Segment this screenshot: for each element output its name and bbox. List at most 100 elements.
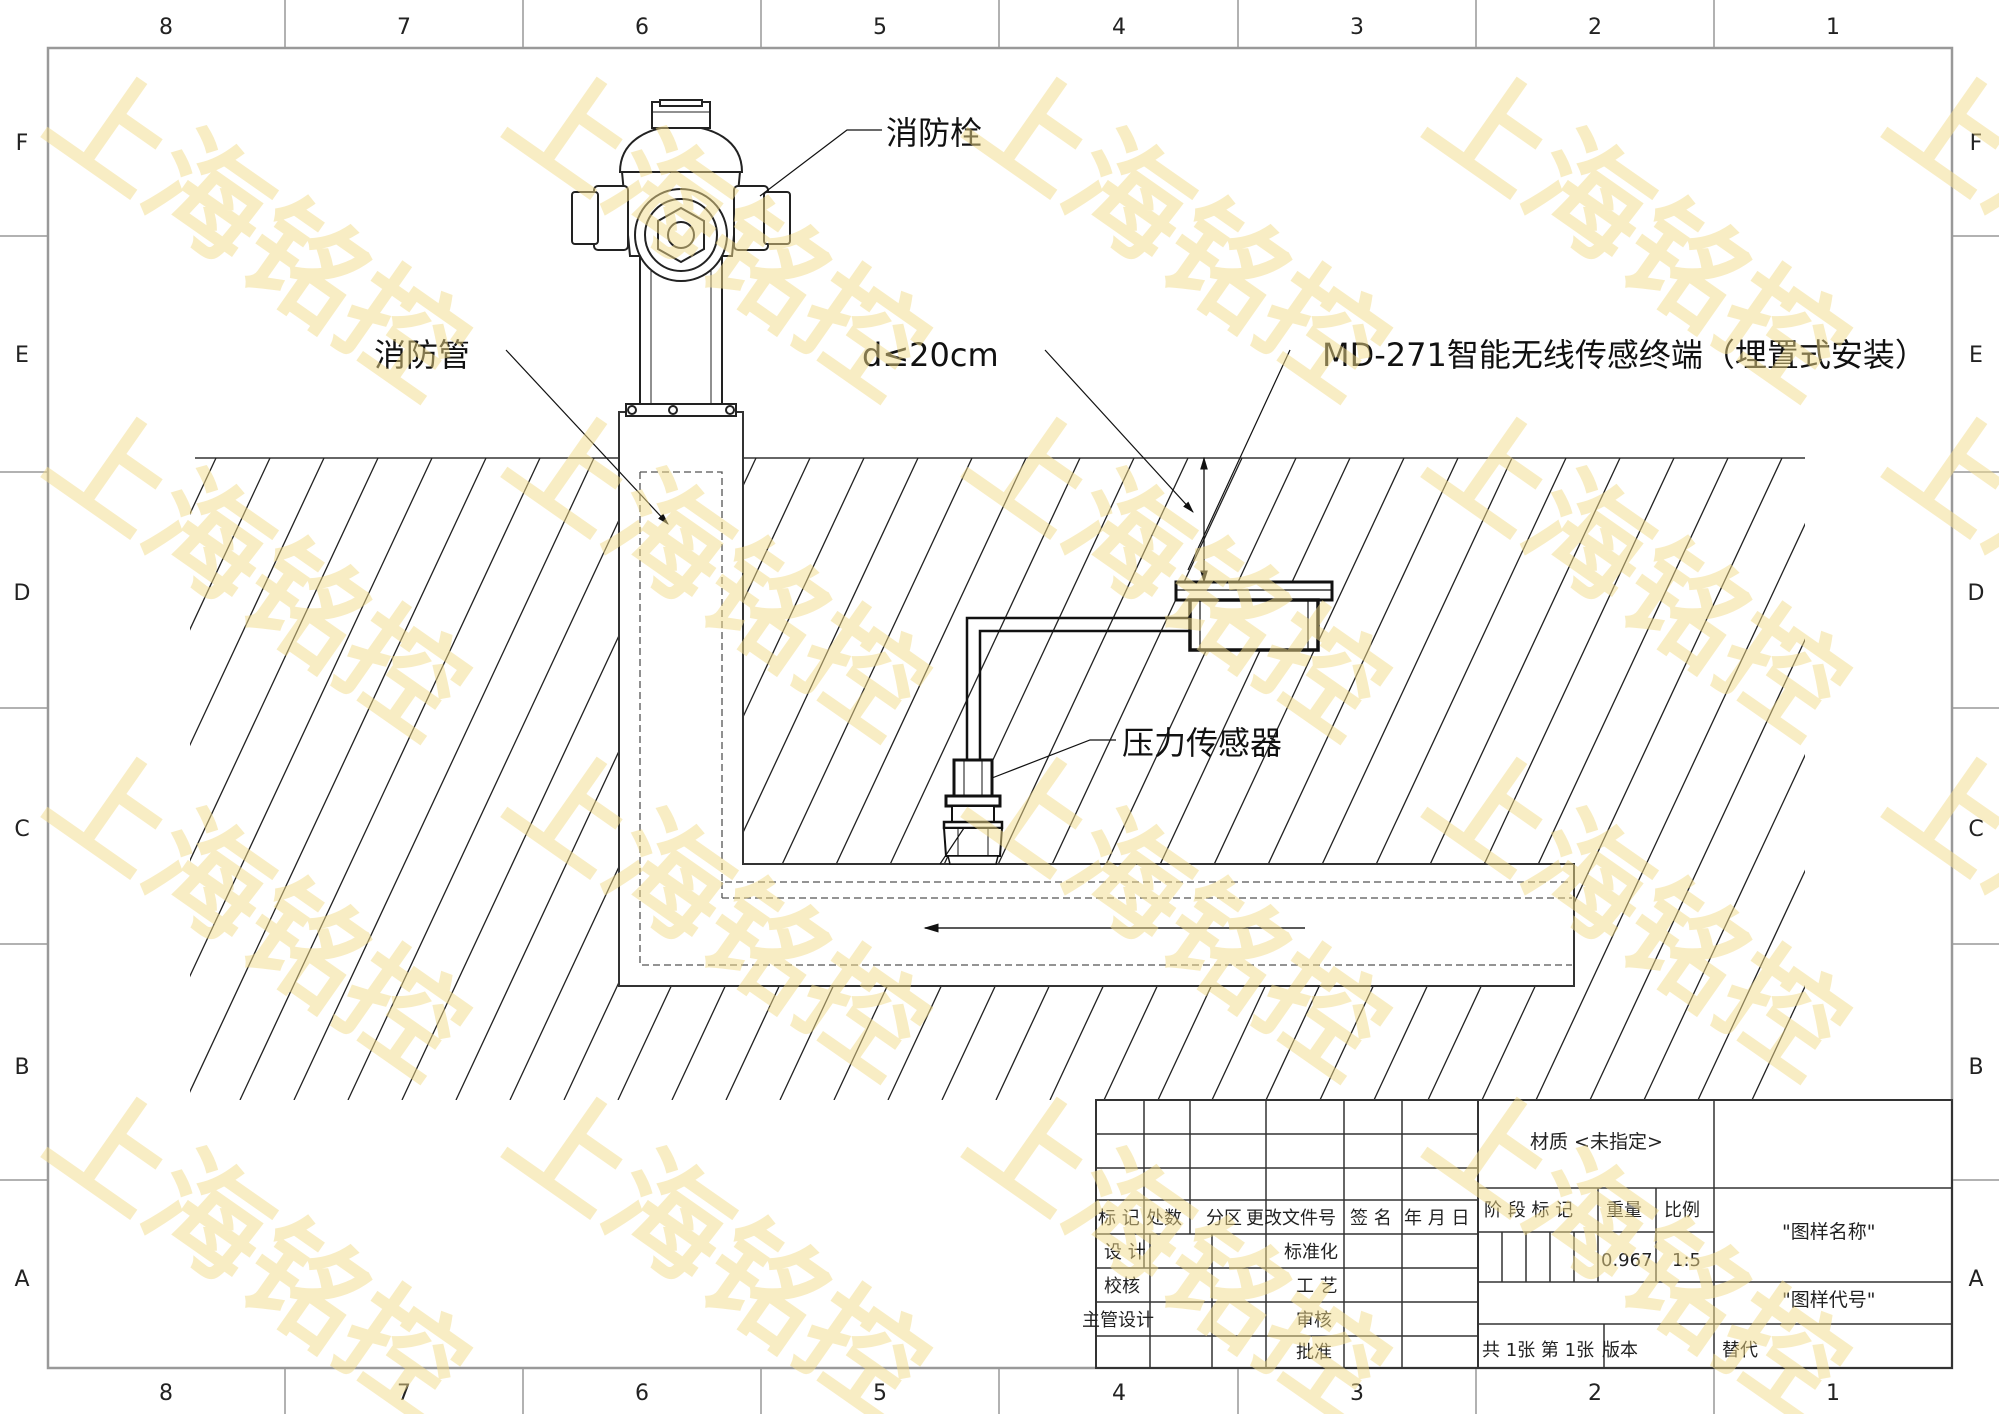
lead-design-label: 主管设计 (1082, 1310, 1154, 1331)
col-label: 3 (1350, 1381, 1364, 1406)
watermark-text: 上海铭控 (24, 1060, 490, 1414)
row-labels-right: F E D C B A (1968, 131, 1985, 1292)
col-label: 2 (1588, 15, 1602, 40)
check-label: 校核 (1104, 1276, 1140, 1297)
hatch-line (671, 458, 973, 1100)
scale-value: 1:5 (1672, 1250, 1701, 1271)
hatch-line (1373, 458, 1675, 1100)
hatch-line (725, 458, 1027, 1100)
hatch-line (190, 458, 379, 1100)
hatch-line (190, 458, 487, 1100)
row-label: B (14, 1055, 29, 1080)
watermark-text: 上海铭控 (484, 1060, 950, 1414)
hatch-line (190, 458, 433, 1100)
replace-label: 替代 (1722, 1340, 1758, 1361)
drawing-code: "图样代号" (1782, 1289, 1875, 1311)
watermark-text: 上海铭控 (944, 40, 1410, 424)
rev-header: 标 记 (1098, 1208, 1140, 1229)
callout-labels: 消防栓 消防管 d≤20cm MD-271智能无线传感终端（埋置式安装） 压力传… (374, 114, 1927, 762)
col-label: 4 (1112, 15, 1126, 40)
rev-header: 更改文件号 (1246, 1208, 1336, 1229)
pressure-sensor-label: 压力传感器 (1122, 724, 1282, 762)
rev-header: 处数 (1146, 1208, 1182, 1229)
rev-header: 分区 (1206, 1208, 1242, 1229)
col-label: 1 (1826, 1381, 1840, 1406)
row-label: B (1968, 1055, 1983, 1080)
fire-hydrant (571, 99, 791, 417)
row-label: A (14, 1267, 29, 1292)
material-text: 材质 <未指定> (1530, 1131, 1663, 1153)
approve-label: 批准 (1296, 1342, 1332, 1363)
col-label: 5 (873, 1381, 887, 1406)
hatch-line (347, 458, 649, 1100)
hatch-line (239, 458, 541, 1100)
hatch-line (1427, 458, 1729, 1100)
sheets-text: 共 1张 第 1张 (1482, 1340, 1594, 1361)
col-label: 2 (1588, 1381, 1602, 1406)
hatch-line (0, 458, 54, 1100)
hatch-line (1751, 458, 1805, 1100)
distance-label: d≤20cm (862, 336, 999, 374)
row-label: D (1968, 581, 1985, 606)
hatch-line (1643, 458, 1805, 1100)
watermark-text: 上海铭控 (1864, 380, 1999, 764)
watermark-text: 上海铭控 (24, 40, 490, 424)
version-label: 版本 (1602, 1340, 1638, 1361)
hatch-line (1265, 458, 1567, 1100)
hatch-line (1103, 458, 1405, 1100)
hatch-line (293, 458, 595, 1100)
hatch-line (190, 458, 271, 1100)
row-label: F (1970, 131, 1983, 156)
column-ticks (284, 0, 1715, 1414)
column-labels-top: 8 7 6 5 4 3 2 1 (159, 15, 1840, 40)
weight-value: 0.967 (1601, 1250, 1653, 1271)
col-label: 7 (397, 1381, 411, 1406)
standardize-label: 标准化 (1284, 1242, 1338, 1263)
rev-header: 年 月 日 (1404, 1208, 1469, 1229)
col-label: 8 (159, 15, 173, 40)
hatch-line (1049, 458, 1351, 1100)
hatch-line (190, 458, 325, 1100)
hatch-line (995, 458, 1297, 1100)
hydrant-label: 消防栓 (886, 114, 982, 152)
col-label: 3 (1350, 15, 1364, 40)
stage-mark-label: 阶 段 标 记 (1484, 1200, 1573, 1221)
watermark-text: 上海铭控 (944, 380, 1410, 764)
hatch-line (779, 458, 1081, 1100)
rev-header: 签 名 (1350, 1208, 1392, 1229)
col-label: 4 (1112, 1381, 1126, 1406)
hatch-line (887, 458, 1189, 1100)
review-label: 审核 (1296, 1310, 1332, 1331)
terminal-label: MD-271智能无线传感终端（埋置式安装） (1322, 336, 1927, 374)
pipe-label: 消防管 (374, 336, 470, 374)
watermark-text: 上海铭控 (24, 380, 490, 764)
row-label: F (16, 131, 29, 156)
col-label: 5 (873, 15, 887, 40)
scale-label: 比例 (1664, 1200, 1700, 1221)
watermark-layer: 上海铭控上海铭控上海铭控上海铭控上海铭控上海铭控上海铭控上海铭控上海铭控上海铭控… (24, 40, 1999, 1414)
weight-label: 重量 (1606, 1200, 1642, 1221)
design-label: 设 计 (1104, 1242, 1146, 1263)
row-label: C (1968, 817, 1983, 842)
hatch-line (617, 458, 919, 1100)
watermark-text: 上海铭控 (1404, 380, 1870, 764)
hatch-line (1157, 458, 1459, 1100)
column-labels-bottom: 8 7 6 5 4 3 2 1 (159, 1381, 1840, 1406)
col-label: 8 (159, 1381, 173, 1406)
watermark-text: 上海铭控 (1864, 720, 1999, 1104)
leader-lines (505, 129, 1291, 865)
col-label: 6 (635, 15, 649, 40)
process-label: 工 艺 (1296, 1276, 1338, 1297)
watermark-text: 上海铭控 (944, 1060, 1410, 1414)
hatch-line (1697, 458, 1805, 1100)
row-ticks (0, 235, 1999, 1181)
col-label: 1 (1826, 15, 1840, 40)
col-label: 7 (397, 15, 411, 40)
row-label: E (1969, 343, 1983, 368)
row-label: A (1968, 1267, 1983, 1292)
hatch-line (1319, 458, 1621, 1100)
pressure-sensor (942, 758, 1004, 865)
drawing-name: "图样名称" (1782, 1221, 1875, 1243)
